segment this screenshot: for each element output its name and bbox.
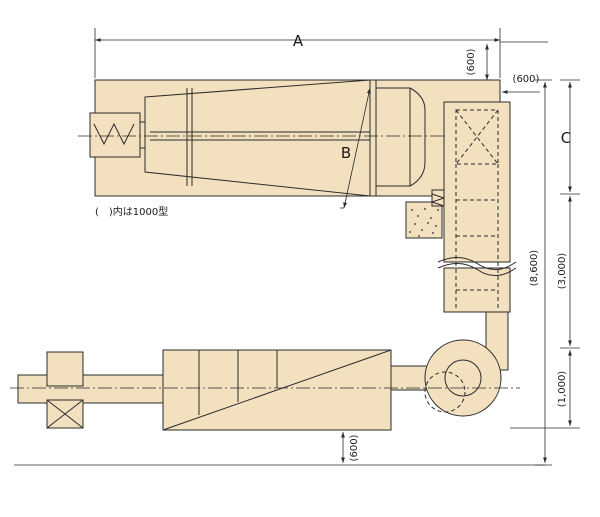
dim-600-top-label: (600) <box>466 48 477 75</box>
outlet-speckle-pattern <box>409 208 439 237</box>
vertical-column <box>437 101 517 371</box>
model-note: ( )内は1000型 <box>95 205 168 218</box>
motor-housing <box>89 112 141 158</box>
dim-1000-label: (1,000) <box>557 371 568 408</box>
column-upper <box>443 101 511 263</box>
dim-8600-label: (8,600) <box>529 250 540 287</box>
dim-3000-label: (3,000) <box>557 253 568 290</box>
outlet-box <box>405 201 443 239</box>
top-unit <box>78 79 501 239</box>
bearing-block-top <box>46 351 84 387</box>
dim-600-right-label: (600) <box>513 74 540 85</box>
dimension-lines: A (600) (600) B (8,600) C (3,000) (1,000… <box>14 28 580 466</box>
drum-body <box>375 87 426 187</box>
column-break-line <box>437 257 517 270</box>
dim-c-label: C <box>561 129 571 147</box>
dim-b-line <box>343 87 371 209</box>
fan-hub <box>444 359 482 397</box>
bottom-unit <box>10 339 520 431</box>
motor-spring-icon <box>93 122 135 146</box>
dim-b-label: B <box>341 144 351 162</box>
column-inner-box <box>455 109 499 165</box>
dim-a-label: A <box>293 32 304 50</box>
left-shaft <box>17 374 164 404</box>
dim-600-bottom-label: (600) <box>349 434 360 461</box>
